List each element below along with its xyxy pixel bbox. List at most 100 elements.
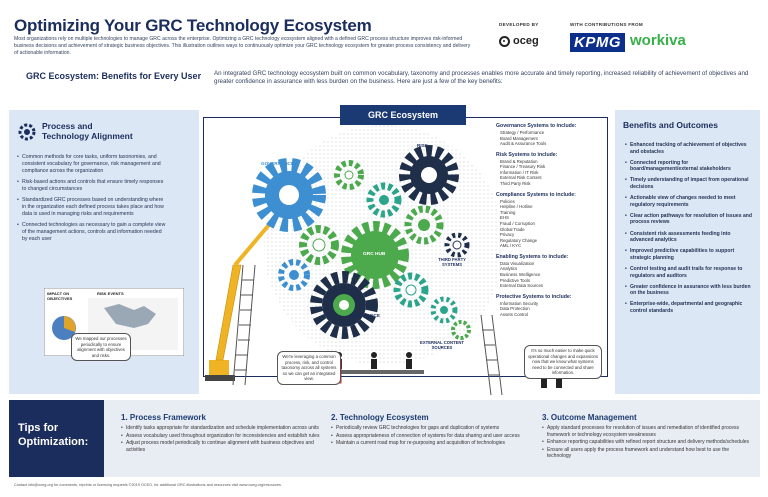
systems-item: Information / IT Risk (500, 169, 539, 175)
list-item: Periodically review GRC technologies for… (331, 425, 531, 432)
systems-item: Third Party Risk (500, 181, 531, 187)
process-alignment-title-line2: Technology Alignment (42, 131, 133, 141)
ladder-left (232, 264, 256, 386)
systems-item: Business Intelligence (500, 271, 541, 277)
systems-item: Analytics (500, 266, 518, 272)
systems-title: Compliance Systems to include: (496, 191, 576, 198)
impact-objectives-label: IMPACT ON OBJECTIVES (47, 291, 73, 301)
systems-item: Global Trade (500, 226, 525, 232)
small-gear (404, 205, 444, 245)
benefits-panel: Benefits and Outcomes Enhanced tracking … (615, 110, 760, 394)
tips-label-line2: Optimization: (18, 435, 89, 448)
third-party-gear (444, 232, 470, 258)
systems-item: Brand & Reputation (500, 158, 538, 164)
gear-diagram (205, 125, 562, 396)
intro-text: Most organizations rely on multiple tech… (14, 36, 471, 57)
list-item: Control testing and audit trails for res… (625, 266, 755, 279)
tip-title: 1. Process Framework (121, 413, 206, 422)
systems-item: Audit & Assurance Tools (500, 141, 547, 147)
systems-item: Information Security (500, 300, 539, 306)
oceg-logo[interactable]: oceg (499, 35, 539, 47)
ecosystem-intro: GRC Ecosystem: Benefits for Every User A… (14, 69, 759, 99)
logos-area: DEVELOPED BY WITH CONTRIBUTIONS FROM oce… (497, 22, 757, 62)
list-item: Actionable view of changes needed to mee… (625, 195, 755, 208)
benefits-list: Enhanced tracking of achievement of obje… (625, 142, 755, 319)
list-item: Greater confidence in assurance with les… (625, 284, 755, 297)
systems-item: EHS (500, 215, 509, 221)
list-item: Assess vocabulary used throughout organi… (121, 433, 321, 440)
speech-bubble-easier: It's so much easier to make quick operat… (524, 345, 602, 379)
systems-item: External Data Sources (500, 283, 543, 289)
list-item: Apply standard processes for resolution … (542, 425, 752, 438)
ecosystem-description: An integrated GRC technology ecosystem b… (214, 70, 749, 86)
benefits-title: Benefits and Outcomes (623, 120, 718, 130)
developed-by-label: DEVELOPED BY (499, 22, 539, 27)
systems-item: Assets Control (500, 311, 528, 317)
systems-item: Board Management (500, 135, 538, 141)
governance-gear (252, 158, 326, 232)
tip-title: 3. Outcome Management (542, 413, 637, 422)
gear-icon (18, 123, 36, 141)
footer-text: Contact info@oceg.org for comments, repr… (14, 483, 281, 487)
systems-item: External Risk Content (500, 175, 542, 181)
systems-list: Governance Systems to include: Strategy … (496, 123, 608, 322)
tips-label: Tips for Optimization: (9, 400, 104, 477)
systems-item: Training (500, 209, 516, 215)
grc-hub-label: GRC HUB (363, 252, 386, 257)
ecosystem-heading: GRC Ecosystem: Benefits for Every User (26, 71, 202, 81)
list-item: Ensure all users apply the process frame… (542, 447, 752, 460)
process-alignment-title: Process and Technology Alignment (42, 121, 133, 142)
list-item: Common methods for core tasks, uniform t… (17, 154, 167, 175)
tip-title: 2. Technology Ecosystem (331, 413, 429, 422)
systems-title: Protective Systems to include: (496, 293, 572, 300)
list-item: Standardized GRC processes based on unde… (17, 197, 167, 218)
list-item: Clear action pathways for resolution of … (625, 213, 755, 226)
systems-item: Strategy / Performance (500, 130, 545, 135)
list-item: Connected technologies as necessary to g… (17, 222, 167, 243)
list-item: Enhanced tracking of achievement of obje… (625, 142, 755, 155)
external-content-gear (430, 296, 458, 324)
kpmg-logo[interactable]: KPMG (570, 33, 625, 52)
systems-item: AML / KYC (500, 243, 522, 249)
main-illustration: Process and Technology Alignment Common … (9, 105, 760, 399)
systems-item: Helpline / Hotline (500, 204, 533, 210)
risk-systems: Risk Systems to include: Brand & Reputat… (496, 152, 608, 187)
enabling-systems: Enabling Systems to include: Data Visual… (496, 254, 608, 289)
list-item: Improved predictive capabilities to supp… (625, 248, 755, 261)
speech-bubble-mapped: We mapped our processes periodically to … (71, 333, 131, 362)
systems-title: Enabling Systems to include: (496, 253, 569, 260)
speech-bubble-leveraging: We're leveraging a common process, risk,… (277, 351, 341, 385)
compliance-gear (310, 271, 378, 339)
list-item: Maintain a current road map for re-purpo… (331, 440, 531, 447)
systems-title: Governance Systems to include: (496, 123, 577, 129)
small-gear (366, 182, 402, 218)
systems-item: Finance / Treasury Risk (500, 164, 546, 170)
list-item: Timely understanding of impact from oper… (625, 177, 755, 190)
ladder-right (480, 314, 503, 396)
small-gear (334, 160, 364, 190)
oceg-mark-icon (499, 35, 510, 47)
tip-column-process: 1. Process Framework Identify tasks appr… (121, 413, 321, 454)
list-item: Connected reporting for board/management… (625, 160, 755, 173)
ecosystem-center: GRC Ecosystem (71, 105, 615, 399)
external-content-label: EXTERNAL CONTENT SOURCES (420, 340, 464, 350)
third-party-label: THIRD PARTY SYSTEMS (438, 257, 466, 267)
small-gear (451, 320, 471, 340)
page-title: Optimizing Your GRC Technology Ecosystem (14, 16, 372, 35)
systems-item: Data Visualization (500, 260, 535, 266)
risk-events-label: RISK EVENTS (97, 291, 124, 296)
list-item: Enhance reporting capabilities with refi… (542, 439, 752, 446)
compliance-systems: Compliance Systems to include: Policies … (496, 192, 608, 249)
protective-systems: Protective Systems to include: Informati… (496, 294, 608, 318)
systems-item: Regulatory Change (500, 237, 538, 243)
workiva-logo[interactable]: workiva (630, 32, 686, 49)
systems-item: Fraud / Corruption (500, 220, 535, 226)
systems-item: Data Protection (500, 306, 530, 312)
tips-section: Tips for Optimization: 1. Process Framew… (9, 400, 760, 477)
governance-label: GOVERNANCE (261, 161, 294, 166)
ecosystem-tab-title: GRC Ecosystem (340, 105, 466, 125)
small-gear (299, 225, 339, 265)
list-item: Adjust process model periodically to con… (121, 440, 321, 453)
tip-column-technology: 2. Technology Ecosystem Periodically rev… (331, 413, 531, 448)
tips-label-line1: Tips for (18, 422, 59, 434)
